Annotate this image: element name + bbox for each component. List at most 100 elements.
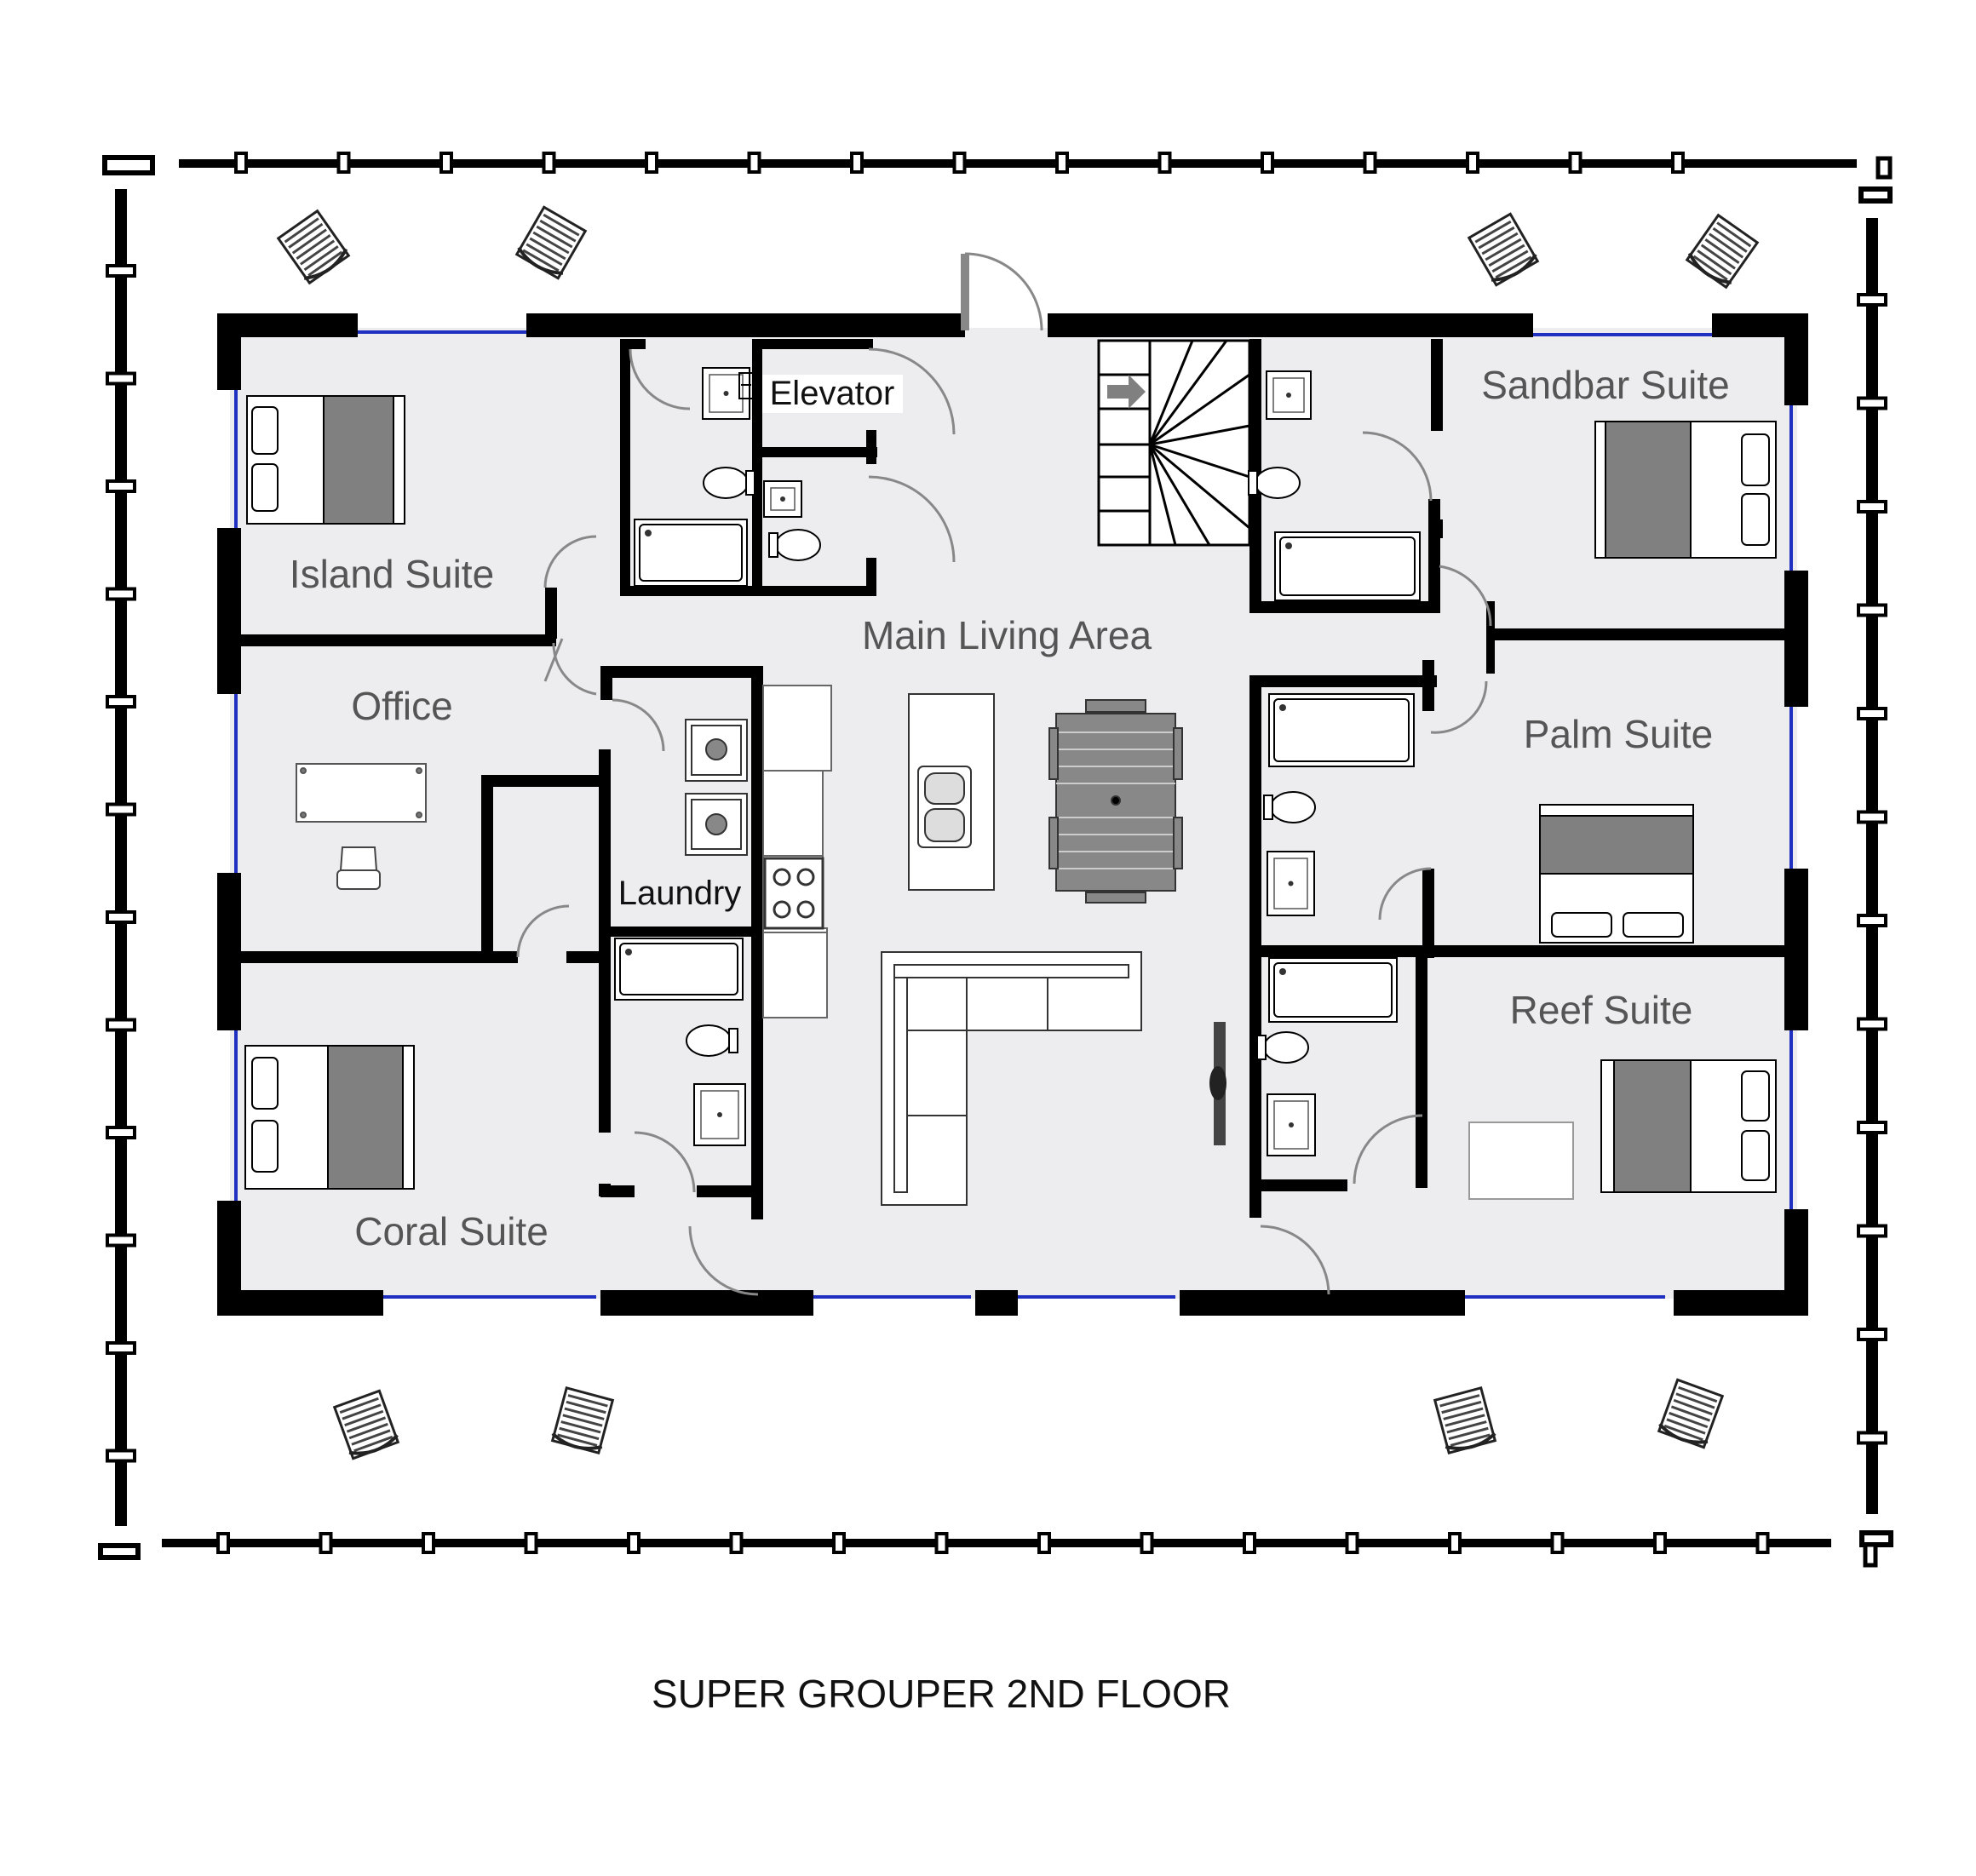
- railing-post: [106, 479, 136, 493]
- railing-post: [1857, 1431, 1887, 1445]
- toilet: [1263, 791, 1316, 823]
- bathtub: [1268, 693, 1415, 767]
- deck-chair: [1685, 213, 1760, 290]
- dining-table: [1048, 699, 1183, 904]
- railing-post: [106, 802, 136, 817]
- deck-chairs: [276, 205, 1760, 1460]
- sink: [702, 367, 750, 420]
- railing-post: [1345, 1532, 1359, 1554]
- label-sandbar-suite: Sandbar Suite: [1481, 363, 1730, 407]
- railing-post: [850, 152, 864, 174]
- bathtub: [634, 519, 748, 587]
- bed-island-suite: [246, 395, 405, 525]
- railing-post: [1857, 1121, 1887, 1134]
- bed-coral-suite: [244, 1045, 415, 1190]
- railing-post: [1157, 152, 1172, 174]
- deck-chair: [1467, 212, 1540, 287]
- sink: [1267, 851, 1315, 916]
- office-chair: [336, 846, 381, 890]
- deck-chair: [1657, 1378, 1725, 1449]
- sink: [1267, 1093, 1316, 1156]
- railing-post: [1568, 152, 1583, 174]
- railing-post: [1857, 293, 1887, 307]
- railing-post: [422, 1532, 435, 1554]
- floor-plan-caption: SUPER GROUPER 2ND FLOOR: [652, 1672, 1231, 1716]
- railing-post: [729, 1532, 744, 1554]
- railing-post: [747, 152, 761, 174]
- railing-post: [1140, 1532, 1154, 1554]
- railing-post: [524, 1532, 538, 1554]
- railing-post: [1857, 1224, 1887, 1238]
- sink: [693, 1083, 746, 1146]
- label-office: Office: [351, 684, 452, 728]
- railing-post: [934, 1532, 949, 1554]
- railing-post: [1857, 396, 1887, 410]
- toilet: [703, 467, 755, 499]
- railing-post: [1857, 1328, 1887, 1341]
- railing-post: [1857, 914, 1887, 927]
- bathroom-fixtures: [614, 367, 1421, 1156]
- railing-post: [336, 152, 351, 174]
- sink: [1266, 370, 1312, 420]
- railing-post: [216, 1532, 230, 1554]
- elevator-shaft: [738, 372, 903, 413]
- railing-post: [1363, 152, 1377, 174]
- railing-post: [1055, 152, 1069, 174]
- deck-chair: [332, 1389, 400, 1460]
- railing-post: [1653, 1532, 1667, 1554]
- railing-post: [1755, 1532, 1770, 1554]
- railing-post: [952, 152, 967, 174]
- railing-post: [234, 152, 248, 174]
- kitchen-island: [908, 693, 995, 891]
- office-desk: [296, 763, 427, 823]
- bed-sandbar-suite: [1594, 421, 1777, 559]
- dresser-reef-suite: [1468, 1122, 1574, 1200]
- deck-chair: [550, 1386, 615, 1454]
- railing-post: [106, 1126, 136, 1139]
- railing-post: [106, 1341, 136, 1355]
- railing-post: [106, 1233, 136, 1248]
- railing-post: [106, 910, 136, 924]
- railing-post: [1671, 152, 1685, 174]
- washer: [685, 719, 748, 782]
- railing-post: [106, 1449, 136, 1463]
- doors: [516, 252, 1492, 1296]
- railing-post: [106, 695, 136, 709]
- railing-post: [106, 1018, 136, 1032]
- room-labels: Island Suite Office Coral Suite Elevator…: [290, 363, 1730, 1254]
- railing-post: [319, 1532, 333, 1554]
- toilet: [1248, 467, 1301, 499]
- railing-post: [1857, 810, 1887, 824]
- toilet: [768, 529, 821, 561]
- label-coral-suite: Coral Suite: [354, 1209, 549, 1254]
- label-elevator: Elevator: [770, 375, 895, 412]
- staircase: [1097, 339, 1251, 547]
- railing-post: [106, 264, 136, 278]
- deck-chair: [276, 209, 351, 285]
- windows: [234, 330, 1793, 1299]
- walls: [217, 313, 1808, 1316]
- deck-railing: [98, 155, 1893, 1568]
- deck-chair: [514, 205, 588, 280]
- railing-post: [1857, 707, 1887, 720]
- label-main-living-area: Main Living Area: [862, 613, 1152, 657]
- railing-post: [1243, 1532, 1256, 1554]
- railing-post: [1261, 152, 1274, 174]
- range-cooktop: [763, 857, 824, 930]
- bathtub: [1274, 531, 1421, 601]
- railing-post: [542, 152, 556, 174]
- railing-post: [832, 1532, 846, 1554]
- railing-post: [627, 1532, 640, 1554]
- kitchen-counter: [762, 685, 832, 1018]
- bed-reef-suite: [1600, 1059, 1777, 1193]
- toilet: [686, 1024, 738, 1057]
- television: [1209, 1022, 1226, 1145]
- label-island-suite: Island Suite: [290, 552, 494, 596]
- bathtub: [1268, 957, 1398, 1023]
- railing-post: [1037, 1532, 1051, 1554]
- label-laundry: Laundry: [618, 875, 742, 912]
- railing-post: [1857, 1017, 1887, 1031]
- toilet: [1256, 1031, 1309, 1064]
- railing-post: [1466, 152, 1479, 174]
